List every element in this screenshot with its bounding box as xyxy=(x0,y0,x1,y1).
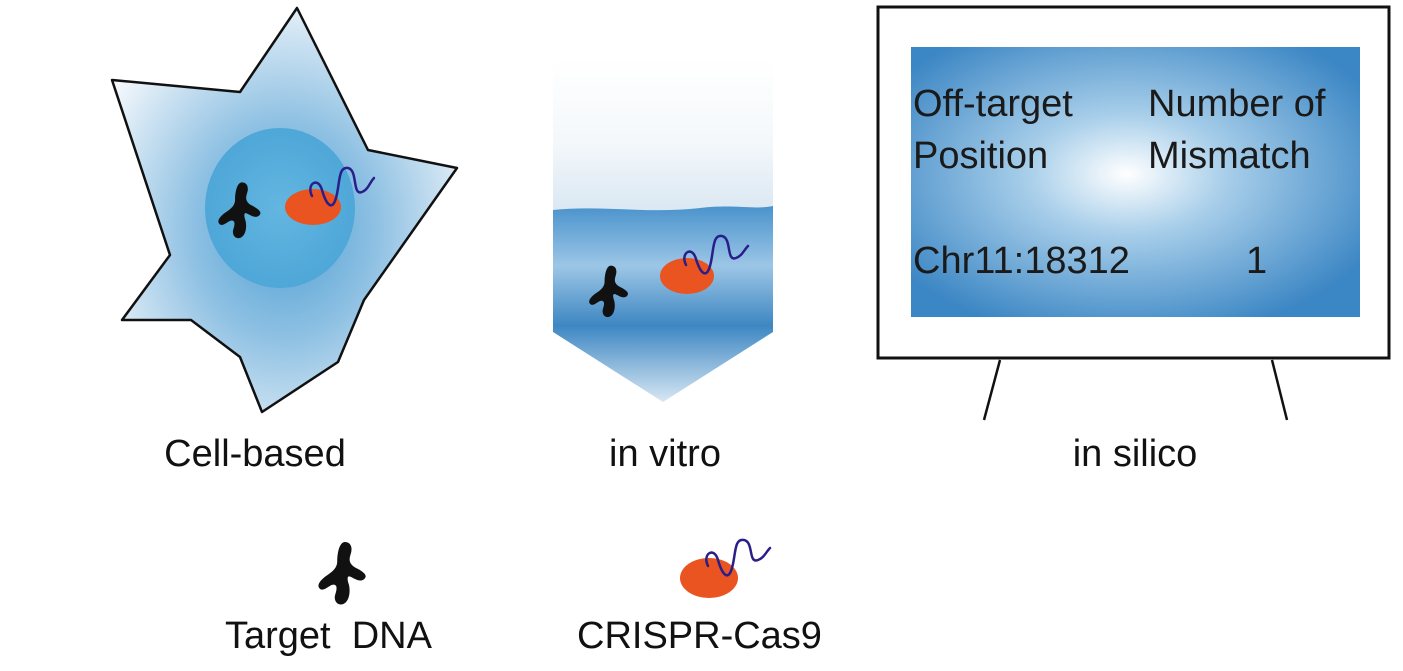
target-dna-label: Target DNA xyxy=(225,615,433,657)
cas9-protein-icon xyxy=(660,258,714,294)
chromosome-icon xyxy=(318,541,366,605)
monitor-leg-right xyxy=(1270,359,1289,421)
in-vitro-panel: in vitro xyxy=(553,58,773,475)
offtarget-position-value: Chr11:18312 xyxy=(913,240,1130,282)
in-silico-label: in silico xyxy=(1073,433,1198,475)
cas9-protein-icon xyxy=(285,189,341,225)
monitor-screen xyxy=(911,47,1360,317)
col1-header-line2: Position xyxy=(913,135,1048,177)
grna-strand-icon xyxy=(705,538,772,577)
liquid xyxy=(553,206,773,326)
tube-tip xyxy=(553,326,773,402)
cas9-protein-icon xyxy=(680,558,738,598)
grna-strand-icon xyxy=(309,166,376,207)
grna-strand-icon xyxy=(683,234,750,275)
nucleus xyxy=(205,128,355,288)
crispr-cas9-label: CRISPR-Cas9 xyxy=(577,615,822,657)
mismatch-count-value: 1 xyxy=(1246,240,1267,282)
col2-header-line2: Mismatch xyxy=(1148,135,1311,177)
tube-upper xyxy=(553,58,773,210)
in-vitro-label: in vitro xyxy=(609,433,721,475)
col1-header-line1: Off-target xyxy=(913,83,1073,125)
cell-based-label: Cell-based xyxy=(164,433,346,475)
legend: Target DNA CRISPR-Cas9 xyxy=(225,538,822,657)
cell-based-panel: Cell-based xyxy=(110,6,459,475)
col2-header-line1: Number of xyxy=(1148,83,1326,125)
monitor-leg-left xyxy=(982,359,1002,421)
legend-item-target-dna: Target DNA xyxy=(225,541,433,657)
in-silico-panel: Off-target Position Number of Mismatch C… xyxy=(876,5,1391,475)
legend-item-crispr-cas9: CRISPR-Cas9 xyxy=(577,538,822,657)
